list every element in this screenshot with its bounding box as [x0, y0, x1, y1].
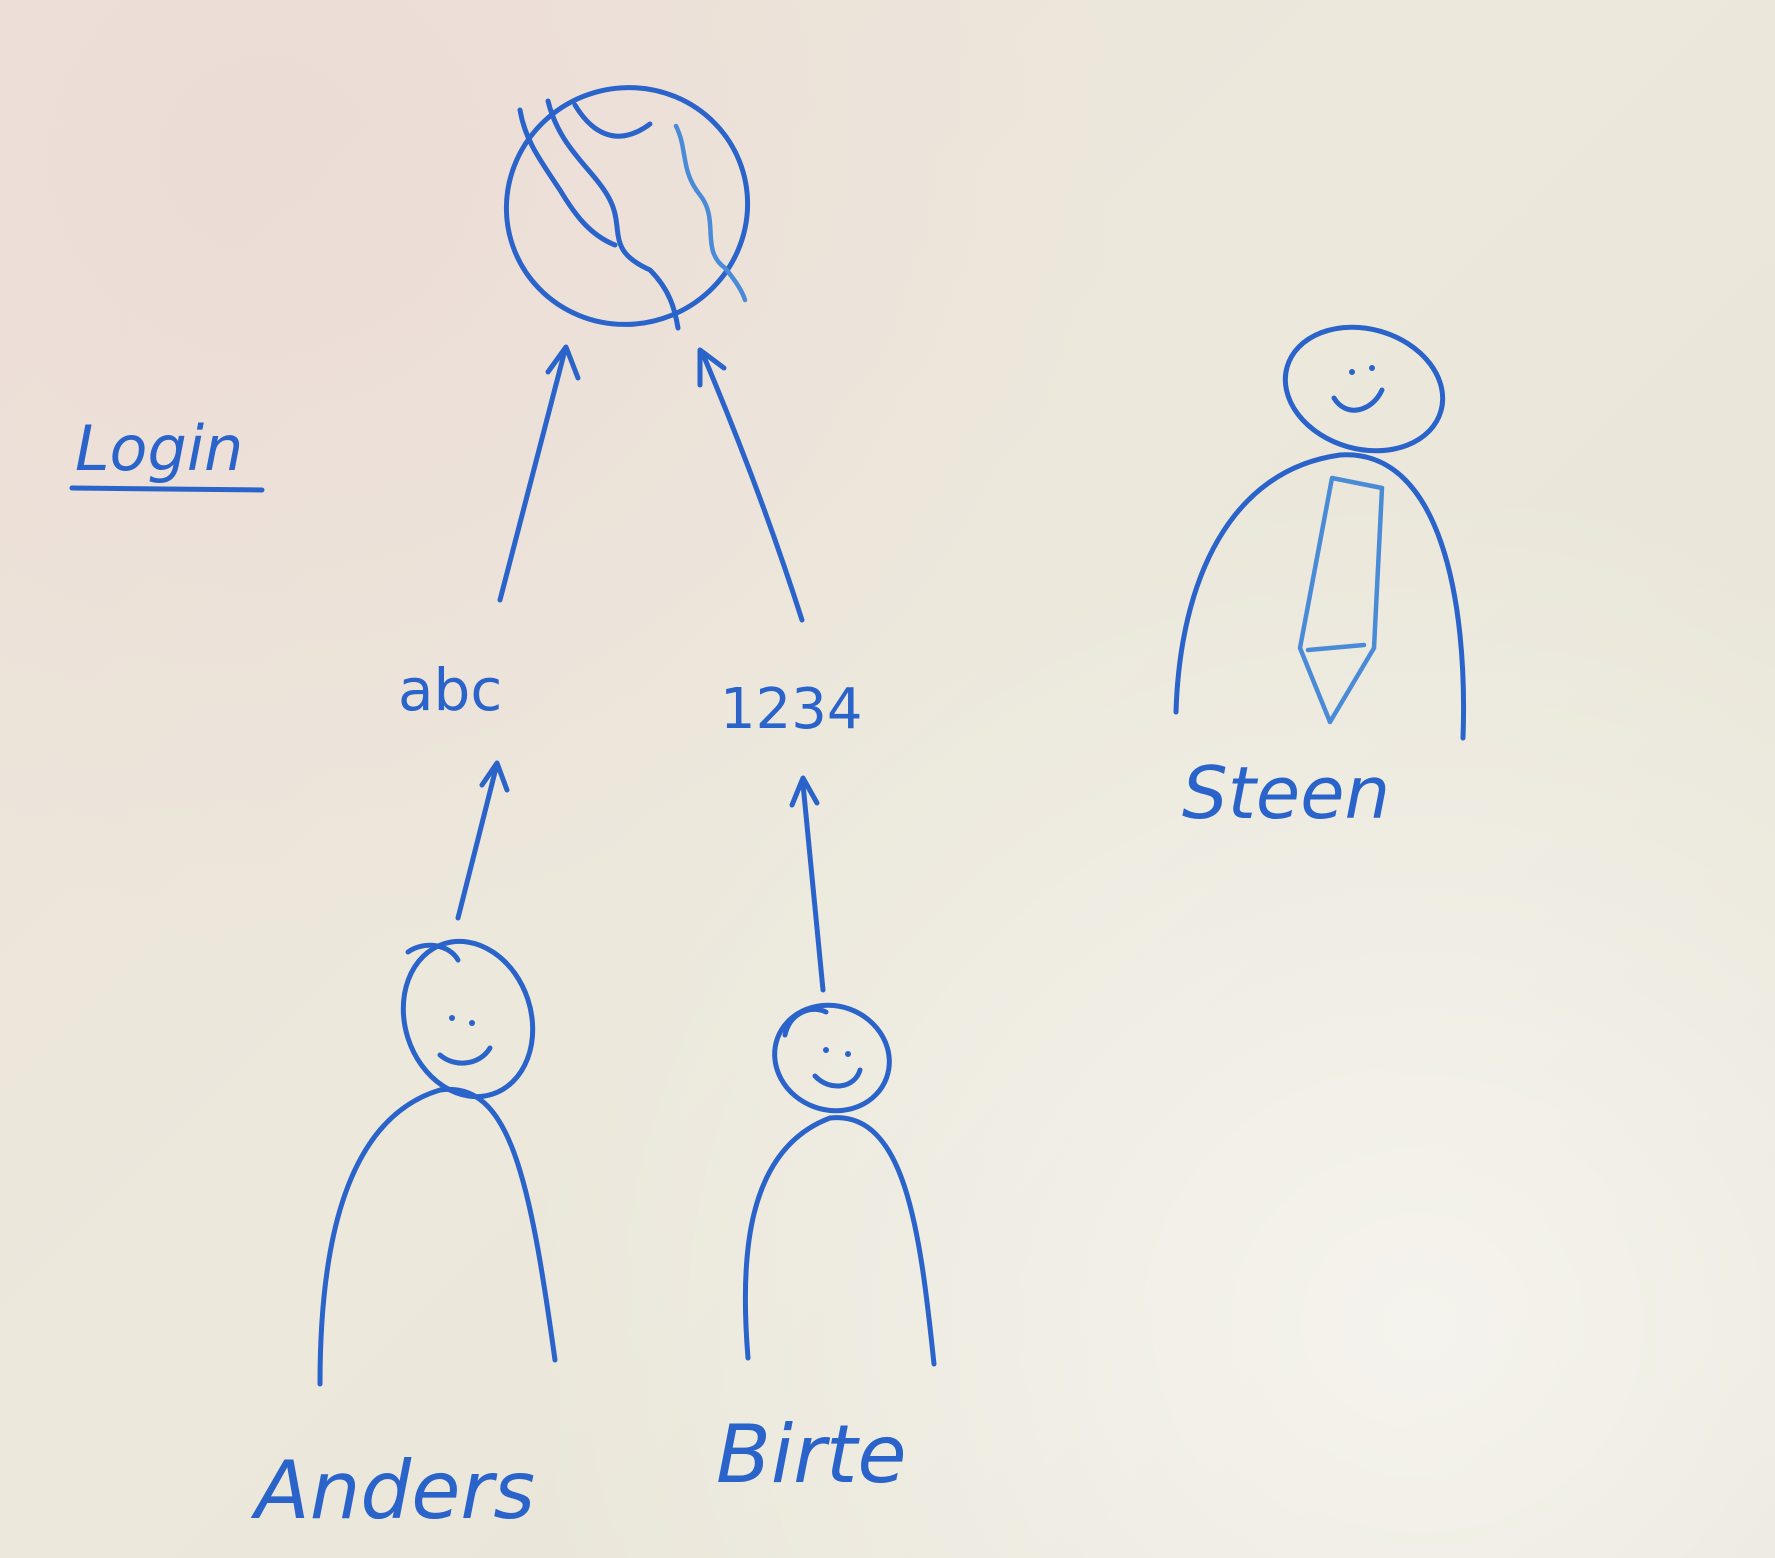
diagram-title: Login — [75, 412, 243, 485]
necktie-icon — [1297, 475, 1385, 725]
arrow-anders-to-abc — [455, 760, 510, 921]
arrow-abc-to-globe — [497, 344, 581, 603]
title-underline — [69, 485, 265, 493]
credential-label-1234: 1234 — [720, 677, 863, 742]
person-steen-icon — [1173, 324, 1466, 741]
arrow-birte-to-1234 — [789, 775, 826, 993]
globe-icon — [503, 85, 751, 331]
credential-label-abc: abc — [398, 656, 502, 724]
arrow-1234-to-globe — [697, 347, 805, 623]
person-birte-icon — [742, 1002, 937, 1367]
person-anders-icon — [317, 938, 558, 1387]
person-label-birte: Birte — [716, 1408, 907, 1501]
person-label-steen: Steen — [1182, 751, 1390, 835]
person-label-anders: Anders — [250, 1444, 535, 1537]
